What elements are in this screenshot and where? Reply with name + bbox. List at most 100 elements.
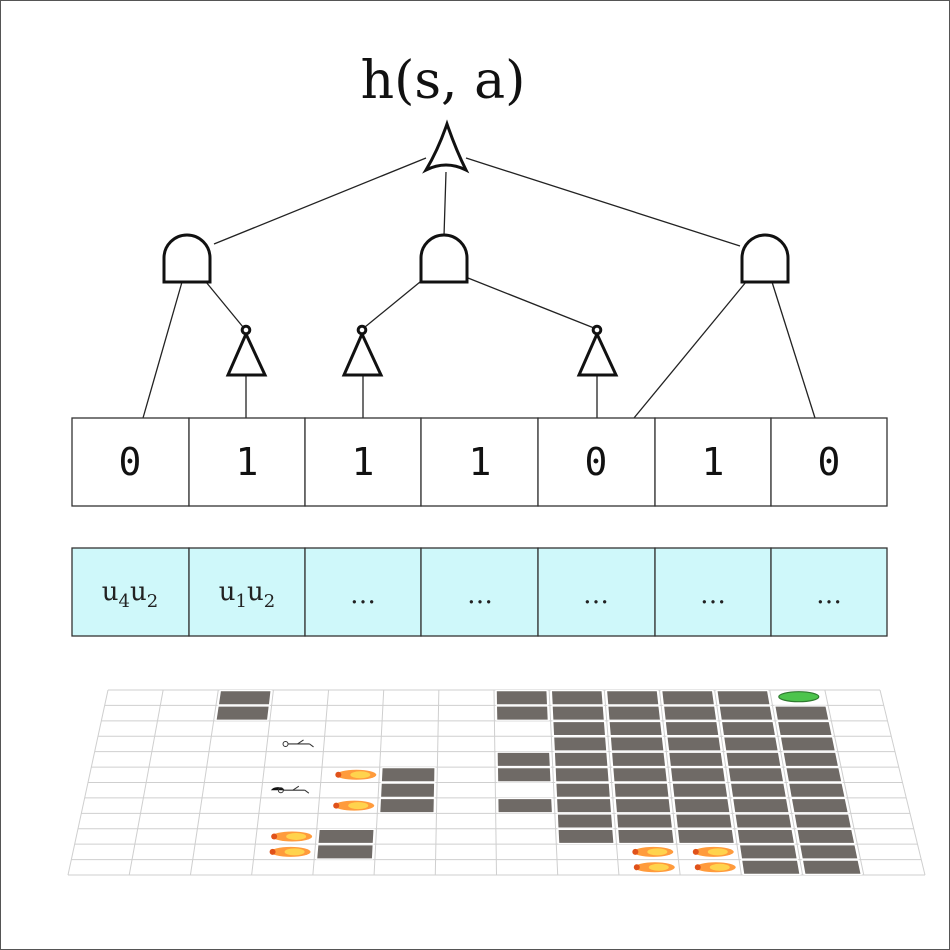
feature-label-6: …: [816, 580, 842, 610]
wall-tile: [668, 751, 724, 768]
wall-tile: [608, 720, 663, 737]
wall-tile: [722, 736, 780, 752]
bit-cell-2: [304, 417, 422, 507]
wire-and-right-to-bit-4: [633, 281, 747, 419]
wall-tile: [671, 782, 729, 798]
wall-tile: [379, 797, 436, 814]
wall-tile: [552, 720, 607, 737]
wall-tile: [215, 705, 270, 721]
feature-cell-0: [71, 547, 190, 637]
wall-tile: [740, 859, 801, 876]
wall-tile: [496, 751, 552, 768]
wall-tile: [725, 751, 782, 768]
wall-tile: [613, 782, 670, 798]
wall-tile: [664, 720, 720, 737]
wall-tile: [553, 751, 609, 768]
wall-tile: [669, 767, 727, 783]
wall-tile: [801, 859, 862, 876]
feature-label-5: …: [700, 580, 726, 610]
wall-tile: [779, 736, 837, 752]
grid-col-line: [67, 689, 109, 876]
wall-tile: [662, 705, 718, 721]
wall-tile: [554, 767, 610, 783]
wall-tile: [496, 767, 552, 783]
wall-tile: [550, 689, 604, 706]
bit-vector: 0 1 1 1 0 1 0: [71, 417, 888, 507]
wall-tile: [787, 782, 846, 798]
wall-tile: [661, 689, 716, 706]
or-gate-icon: [422, 119, 470, 174]
wire-or-to-and-left: [213, 157, 427, 245]
feature-vector: u4u2 u1u2 … … … … …: [71, 547, 888, 637]
wire-and-middle-to-not-3: [467, 277, 595, 329]
wall-tile: [793, 813, 853, 829]
grid-col-line: [251, 689, 274, 876]
wall-tile: [497, 797, 554, 814]
bit-value: 1: [702, 440, 725, 484]
wall-tile: [315, 844, 374, 860]
feature-cell-5: [654, 547, 772, 637]
wall-tile: [798, 844, 859, 860]
grid-col-line: [714, 689, 742, 876]
wall-tile: [738, 844, 799, 860]
agent-icon: [270, 785, 310, 794]
wall-tile: [796, 828, 856, 845]
wall-tile: [557, 828, 615, 845]
wall-tile: [776, 720, 833, 737]
bit-cell-1: [188, 417, 306, 507]
bit-cell-6: [770, 417, 888, 507]
feature-label-3: …: [467, 580, 493, 610]
wall-tile: [609, 736, 665, 752]
wires: [142, 157, 816, 419]
goal-icon: [778, 691, 820, 703]
grid-col-line: [769, 689, 804, 876]
grid-col-line: [824, 689, 865, 876]
wire-and-right-to-bit-6: [771, 281, 816, 419]
wall-tile: [727, 767, 785, 783]
wall-tile: [551, 705, 606, 721]
wall-tile: [774, 705, 830, 721]
wall-tile: [615, 813, 674, 829]
wall-tile: [495, 689, 549, 706]
wire-and-middle-to-not-2: [364, 281, 421, 328]
bit-value: 1: [236, 440, 259, 484]
grid-col-line: [548, 689, 559, 876]
wall-tile: [720, 720, 777, 737]
wall-tile: [605, 689, 660, 706]
wall-tile: [614, 797, 672, 814]
wall-tile: [736, 828, 796, 845]
wall-tile: [673, 797, 731, 814]
fire-icon: [333, 800, 375, 811]
feature-label-4: …: [583, 580, 609, 610]
wall-tile: [610, 751, 667, 768]
grid-col-line: [879, 689, 926, 876]
wire-or-to-and-right: [465, 157, 741, 247]
grid-col-line: [493, 689, 497, 876]
wall-tile: [379, 782, 436, 798]
fire-icon: [335, 769, 377, 780]
wall-tile: [716, 689, 771, 706]
wall-tile: [666, 736, 722, 752]
fire-icon: [692, 846, 734, 857]
feature-cell-2: [304, 547, 422, 637]
wall-tile: [734, 813, 793, 829]
feature-label-0: u4u2: [102, 577, 158, 612]
wall-tile: [731, 797, 790, 814]
bit-cell-5: [654, 417, 772, 507]
bit-value: 1: [469, 440, 492, 484]
feature-label-2: …: [350, 580, 376, 610]
wire-or-to-and-middle: [443, 171, 447, 237]
wall-tile: [675, 813, 733, 829]
wall-tile: [676, 828, 736, 845]
bit-value: 0: [585, 440, 608, 484]
grid-col-line: [312, 689, 330, 876]
wire-and-left-to-bit-0: [142, 281, 183, 419]
fire-icon: [271, 831, 313, 842]
fire-icon: [632, 846, 674, 857]
agent-icon: [282, 739, 314, 748]
and-gate-right-icon: [740, 233, 790, 284]
fire-icon: [269, 846, 311, 857]
bit-cell-3: [420, 417, 539, 507]
wall-tile: [555, 782, 612, 798]
